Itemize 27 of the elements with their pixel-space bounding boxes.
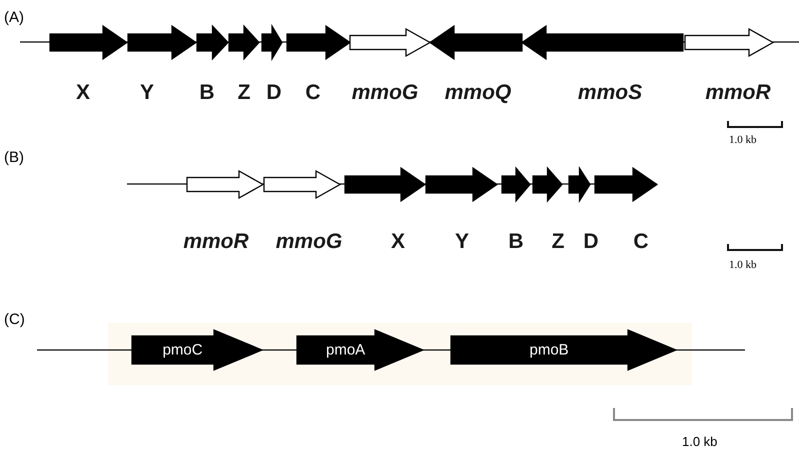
gene-label: D: [583, 230, 599, 254]
scale-label: 1.0 kb: [729, 134, 756, 146]
gene-label: pmoB: [528, 342, 570, 358]
gene-label: mmoG: [352, 81, 418, 105]
gene-label: Y: [140, 81, 154, 105]
gene-label: Z: [238, 81, 250, 105]
gene-label: D: [266, 81, 282, 105]
scale-label: 1.0 kb: [729, 259, 756, 271]
gene-label: C: [633, 230, 649, 254]
gene-label: pmoA: [325, 342, 366, 358]
gene-label: mmoQ: [444, 81, 512, 105]
gene-label: mmoR: [705, 81, 771, 105]
gene-label: B: [508, 230, 524, 254]
panel-label: (B): [4, 149, 24, 166]
panel-label: (C): [4, 311, 25, 328]
gene-label: pmoC: [162, 342, 204, 358]
gene-label: X: [76, 81, 90, 105]
scale-label: 1.0 kb: [682, 434, 718, 449]
gene-label: mmoS: [578, 81, 642, 105]
gene-label: Z: [552, 230, 564, 254]
gene-label: mmoR: [183, 230, 249, 254]
gene-label: B: [199, 81, 215, 105]
gene-label: Y: [455, 230, 469, 254]
gene-label: X: [391, 230, 405, 254]
panel-label: (A): [4, 9, 24, 26]
gene-label: C: [305, 81, 321, 105]
gene-label: mmoG: [276, 230, 342, 254]
